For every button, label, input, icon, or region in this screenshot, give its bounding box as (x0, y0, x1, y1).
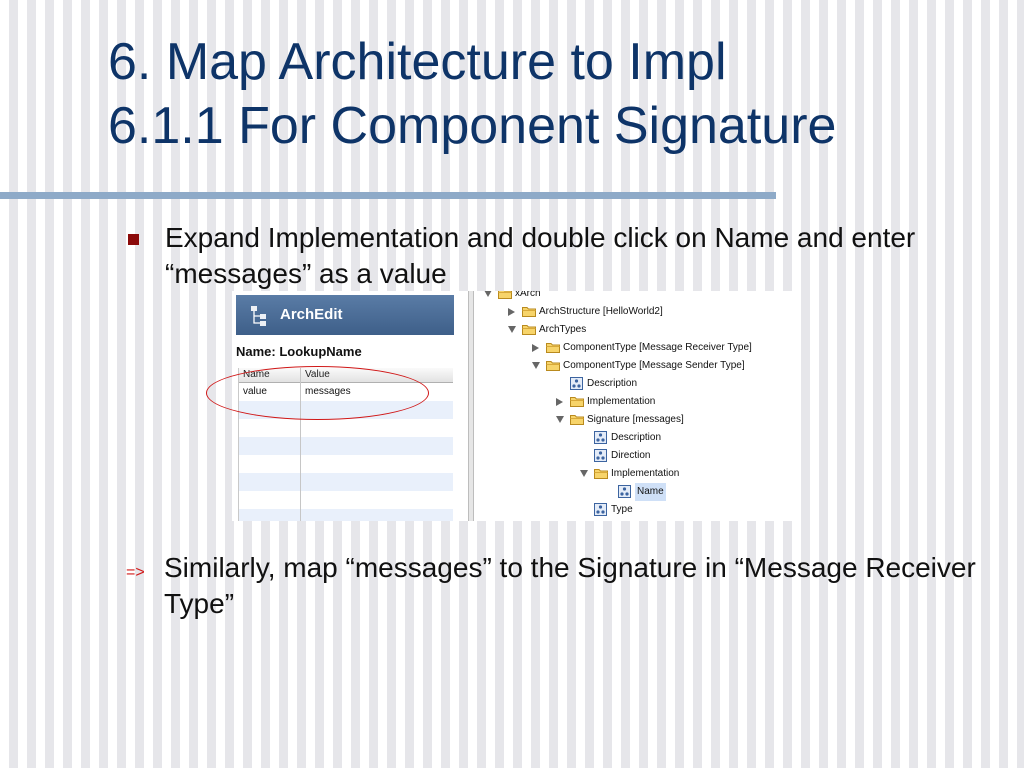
tree-item-label: Signature [messages] (587, 414, 684, 425)
tree-item[interactable]: Description (580, 429, 794, 447)
collapsed-triangle-icon[interactable] (508, 308, 515, 316)
folder-icon (546, 361, 560, 371)
tree-item-label: Type (611, 504, 633, 515)
tree-item[interactable]: ArchStructure [HelloWorld2] (508, 303, 794, 321)
element-name-label: Name: LookupName (236, 344, 362, 359)
expanded-triangle-icon[interactable] (556, 416, 564, 423)
expanded-triangle-icon[interactable] (532, 362, 540, 369)
table-row-empty (239, 419, 453, 437)
element-node-icon (570, 377, 583, 390)
element-node-icon (594, 431, 607, 444)
tree-item-label: Implementation (587, 396, 656, 407)
tree-item-label: xArch (515, 291, 541, 299)
table-row-empty (239, 473, 453, 491)
expanded-triangle-icon[interactable] (484, 291, 492, 297)
collapsed-triangle-icon[interactable] (532, 344, 539, 352)
tree-item[interactable]: ComponentType [Message Receiver Type] (532, 339, 794, 357)
tree-item-label: Implementation (611, 468, 680, 479)
tree-item[interactable]: Name (604, 483, 794, 501)
folder-icon (498, 291, 512, 299)
column-divider (300, 368, 301, 521)
tree-item[interactable]: Description (556, 375, 794, 393)
table-row-empty (239, 455, 453, 473)
pane-splitter[interactable] (468, 291, 474, 521)
title-line-1: 6. Map Architecture to Impl (108, 33, 727, 91)
tree-item-label: Name (635, 483, 666, 501)
highlight-ellipse (206, 366, 429, 420)
tree-item[interactable]: Direction (580, 447, 794, 465)
title-underline-rule (0, 192, 776, 199)
expanded-triangle-icon[interactable] (508, 326, 516, 333)
archedit-header: ArchEdit (236, 295, 454, 335)
tree-item[interactable]: Type (580, 501, 794, 519)
tree-item-label: ComponentType [Message Receiver Type] (563, 342, 752, 353)
table-row-empty (239, 437, 453, 455)
folder-icon (546, 343, 560, 353)
tree-item[interactable]: Implementation (556, 393, 794, 411)
arrow-bullet-marker: => (126, 564, 145, 581)
table-row-empty (239, 509, 453, 521)
element-node-icon (594, 449, 607, 462)
folder-icon (522, 307, 536, 317)
tree-item[interactable]: xArch (484, 291, 794, 303)
tree-item[interactable]: Implementation (580, 465, 794, 483)
tree-item-label: ArchTypes (539, 324, 587, 335)
tree-item[interactable]: ArchTypes (508, 321, 794, 339)
title-line-2: 6.1.1 For Component Signature (108, 97, 837, 155)
tree-item[interactable]: ComponentType [Message Sender Type] (532, 357, 794, 375)
table-row-empty (239, 491, 453, 509)
tree-item[interactable]: Signature [messages] (556, 411, 794, 429)
element-node-icon (594, 503, 607, 516)
tree-item-label: Description (587, 378, 638, 389)
folder-icon (594, 469, 608, 479)
folder-icon (570, 397, 584, 407)
collapsed-triangle-icon[interactable] (556, 398, 563, 406)
folder-icon (570, 415, 584, 425)
archedit-title: ArchEdit (280, 306, 343, 323)
expanded-triangle-icon[interactable] (580, 470, 588, 477)
bullet-text: Expand Implementation and double click o… (165, 222, 916, 289)
square-bullet-icon (128, 234, 139, 245)
archedit-tree-icon (251, 306, 266, 326)
slide-title: 6. Map Architecture to Impl 6.1.1 For Co… (108, 30, 1008, 158)
folder-icon (522, 325, 536, 335)
element-node-icon (618, 485, 631, 498)
tree-item-label: ComponentType [Message Sender Type] (563, 360, 745, 371)
arrow-bullet-text: Similarly, map “messages” to the Signatu… (164, 552, 976, 619)
tree-item-label: Description (611, 432, 662, 443)
tree-item-label: Direction (611, 450, 651, 461)
tree-item-label: ArchStructure [HelloWorld2] (539, 306, 663, 317)
